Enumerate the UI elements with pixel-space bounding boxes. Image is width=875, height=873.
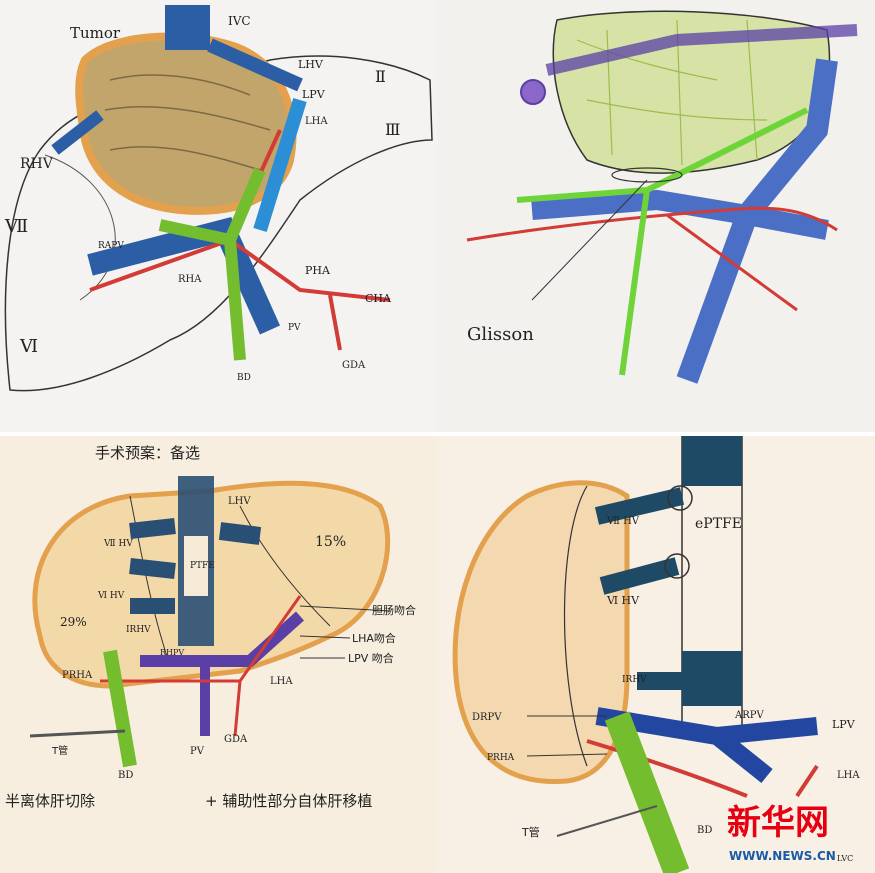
liver-texture [576, 19, 768, 166]
label-segment-2: Ⅱ [375, 67, 386, 86]
label-pha: PHA [305, 264, 331, 277]
portal-vein [87, 217, 281, 335]
hepatic-veins [129, 518, 176, 614]
rhv-vessel [51, 110, 104, 155]
liver-outline [4, 55, 433, 392]
panel-reconstruction: ePTFE Ⅶ HV Ⅵ HV IRHV DRPV ARPV LPV PRHA … [437, 436, 875, 873]
label-bd: BD [697, 825, 712, 836]
anastomosis-ring-2 [664, 553, 690, 579]
glisson-pointer [531, 179, 648, 301]
anatomy-sketch-2: Glisson [466, 10, 858, 384]
label-15pct: 15% [315, 534, 346, 550]
label-drpv: DRPV [472, 712, 502, 723]
label-v7hv: Ⅶ HV [103, 539, 133, 549]
label-bd: BD [237, 373, 251, 383]
lhv-stub [218, 522, 262, 545]
label-lpv: LPV [302, 88, 326, 101]
label-lha: LHA [837, 770, 860, 781]
watermark-logo: 新华网 [727, 803, 829, 843]
anatomy-sketch-1: Tumor IVC LHV LPV LHA RHV RAPV RHA PHA C… [4, 5, 433, 392]
label-eptfe: ePTFE [695, 516, 742, 532]
ivc-vessel [165, 5, 210, 50]
label-v6hv: Ⅵ HV [97, 591, 125, 601]
watermark-url: WWW.NEWS.CN [729, 849, 836, 863]
eptfe-top-band [682, 436, 742, 486]
anastomosis-arrows [299, 605, 391, 659]
label-segment-6: Ⅵ [19, 336, 38, 357]
tumor-hatching [104, 74, 271, 171]
label-arpv: ARPV [734, 710, 764, 721]
label-lhv: LHV [298, 58, 324, 71]
bile-duct [158, 167, 266, 361]
resection-lines [129, 495, 331, 667]
label-rhv: RHV [20, 156, 54, 172]
label-bd: BD [118, 770, 133, 781]
label-cha: CHA [365, 292, 392, 305]
label-t-tube: T管 [51, 744, 68, 757]
hepatic-artery [466, 206, 838, 312]
label-rhpv: RHPV [160, 648, 184, 657]
plan-heading: 手术预案：备选 [95, 444, 200, 462]
lhv-vessel [207, 38, 303, 92]
panel-hand-sketch-glisson: Glisson [437, 0, 875, 432]
label-rapv: RAPV [98, 241, 124, 251]
bile-duct [516, 107, 809, 376]
label-irhv: IRHV [126, 625, 151, 635]
panel-surgical-plan: 手术预案：备选 LHV Ⅶ HV Ⅵ HV IRHV PTFE 15% 29% … [0, 436, 437, 873]
label-t-tube: T管 [521, 825, 540, 839]
label-prha: PRHA [487, 753, 515, 763]
segment-line [44, 154, 116, 301]
label-procedure-right: + 辅助性部分自体肝移植 [205, 792, 372, 810]
bile-duct [103, 649, 137, 768]
hepatic-artery [586, 739, 819, 798]
hepatic-artery [100, 595, 302, 737]
label-pv: PV [288, 323, 301, 333]
branch-arrows [526, 715, 608, 757]
label-segment-7: Ⅶ [4, 216, 28, 237]
eptfe-bottom-band [682, 651, 742, 706]
label-lha: LHA [305, 116, 328, 127]
label-glisson: Glisson [467, 324, 534, 345]
label-lha: LHA [270, 676, 293, 687]
label-rha: RHA [178, 274, 202, 285]
t-tube [556, 805, 658, 837]
ptfe-window [184, 536, 208, 596]
label-gda: GDA [342, 360, 366, 371]
label-lpv-anastomosis: LPV 吻合 [348, 651, 394, 665]
bile-duct [604, 711, 690, 873]
label-ptfe: PTFE [190, 561, 215, 571]
glisson-pedicle [611, 167, 683, 183]
cut-surface [563, 485, 588, 767]
lpv-vessel [253, 97, 307, 233]
label-v6hv: Ⅵ HV [606, 594, 640, 607]
t-tube [29, 729, 126, 738]
label-29pct: 29% [60, 615, 87, 629]
panel-hand-sketch-tumor-anatomy: Tumor IVC LHV LPV LHA RHV RAPV RHA PHA C… [0, 0, 437, 432]
vessel-stump [520, 79, 546, 105]
label-ivc: IVC [228, 14, 251, 28]
label-irhv: IRHV [622, 675, 647, 685]
label-pv: PV [190, 746, 205, 757]
portal-branch [531, 189, 829, 240]
anastomosis-ring-1 [667, 485, 693, 511]
label-lpv: LPV [832, 718, 856, 731]
label-bile-duct-anastomosis: 胆肠吻合 [372, 603, 416, 617]
label-lhv: LHV [228, 496, 251, 507]
label-tumor: Tumor [70, 24, 121, 42]
label-v7hv: Ⅶ HV [606, 516, 640, 527]
label-gda: GDA [224, 734, 248, 745]
reconstruction-sketch: ePTFE Ⅶ HV Ⅵ HV IRHV DRPV ARPV LPV PRHA … [452, 436, 860, 873]
hepatic-vein-purple [545, 24, 858, 76]
portal-vein [595, 707, 818, 784]
surgical-plan-sketch: 手术预案：备选 LHV Ⅶ HV Ⅵ HV IRHV PTFE 15% 29% … [5, 444, 416, 810]
portal-vein [676, 58, 838, 384]
label-procedure-left: 半离体肝切除 [5, 792, 95, 810]
label-lha-anastomosis: LHA吻合 [352, 631, 396, 645]
label-lvc: LVC [837, 854, 853, 863]
label-prha: PRHA [62, 670, 93, 681]
liver-graft-outline [452, 480, 630, 785]
label-segment-3: Ⅲ [385, 120, 400, 139]
portal-vein [140, 611, 305, 667]
